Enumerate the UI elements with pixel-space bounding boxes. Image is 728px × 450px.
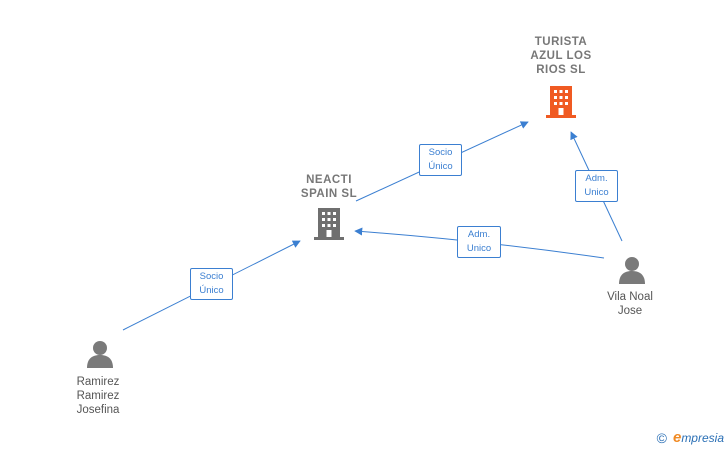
person-icon-vila[interactable] xyxy=(619,257,645,284)
empresia-logo: empresia xyxy=(672,429,724,446)
building-icon-neacti[interactable] xyxy=(314,208,344,240)
edge-label-vila-turista: Adm. Unico xyxy=(575,170,618,202)
company-label-turista[interactable]: TURISTA AZUL LOS RIOS SL xyxy=(530,36,592,76)
edge-label-neacti-turista: Socio Único xyxy=(419,144,462,176)
person-icon-ramirez[interactable] xyxy=(87,341,113,368)
building-icon-turista[interactable] xyxy=(546,86,576,118)
edge-label-vila-neacti: Adm. Unico xyxy=(457,226,501,258)
person-label-ramirez[interactable]: Ramirez Ramirez Josefina xyxy=(76,376,120,416)
company-label-neacti[interactable]: NEACTI SPAIN SL xyxy=(300,174,358,200)
copyright-icon: © xyxy=(656,429,667,446)
edge-label-ramirez-neacti: Socio Único xyxy=(190,268,233,300)
brand-watermark: © empresia xyxy=(657,429,724,446)
person-label-vila[interactable]: Vila Noal Jose xyxy=(607,291,653,317)
